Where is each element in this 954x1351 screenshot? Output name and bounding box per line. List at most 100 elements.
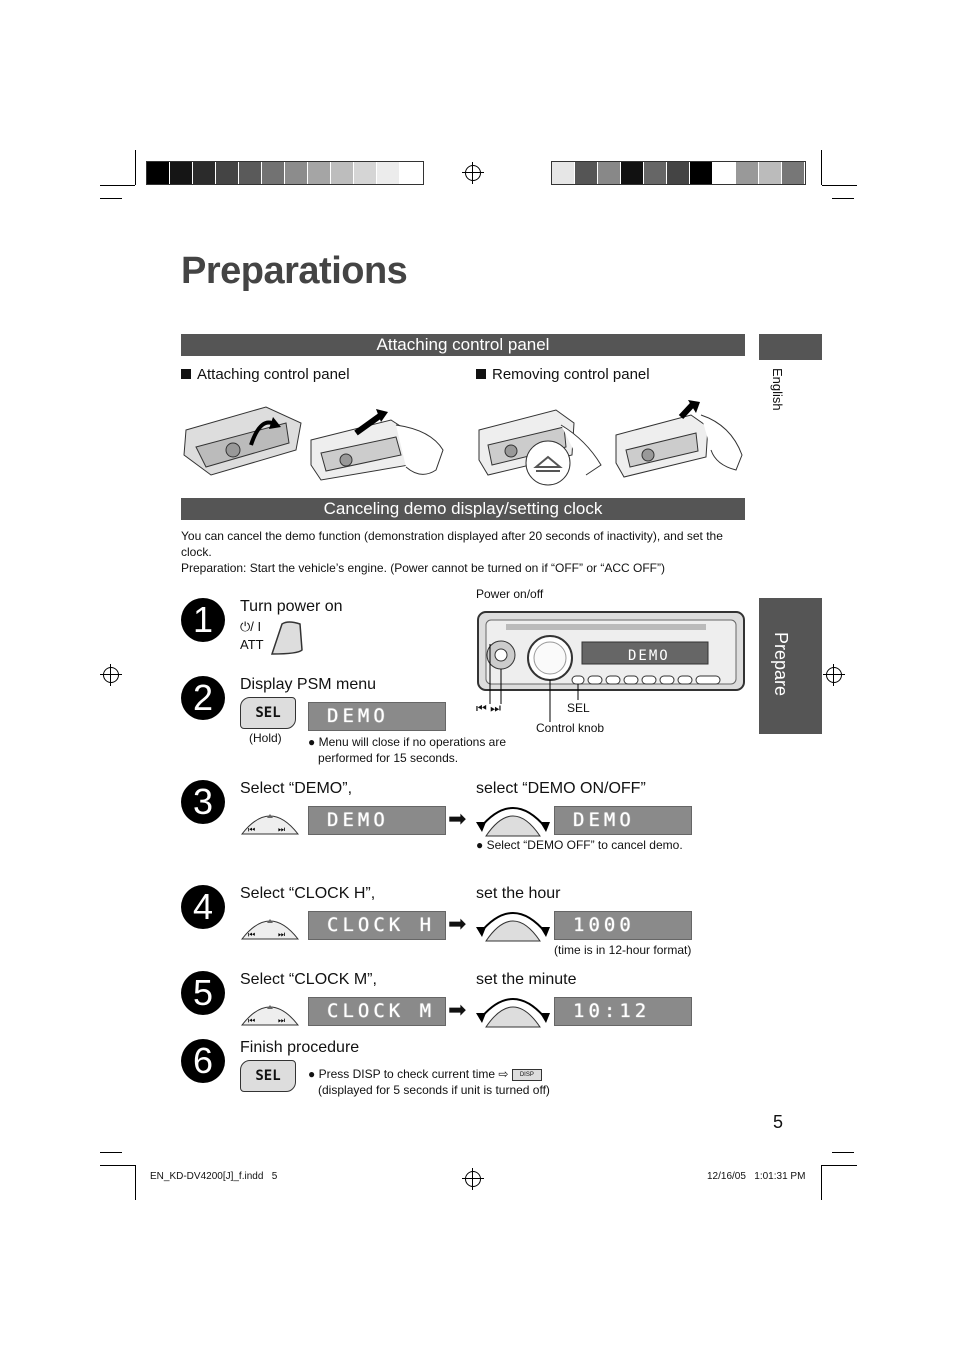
step-6-note-line1: Press DISP to check current time ⇨ — [318, 1067, 509, 1081]
step-6-number: 6 — [181, 1039, 225, 1083]
color-bar-right — [551, 161, 806, 185]
remove-panel-illustration — [478, 400, 743, 486]
head-unit-illustration — [477, 611, 745, 722]
side-tab-prepare — [759, 598, 822, 734]
step-2-lcd: DEMO — [308, 702, 446, 731]
color-bar-left — [146, 161, 424, 185]
footer-date: 12/16/05 1:01:31 PM — [707, 1171, 806, 1182]
step-5-number: 5 — [181, 971, 225, 1015]
head-unit-display-text: DEMO — [628, 648, 670, 664]
hold-label: (Hold) — [249, 731, 282, 745]
crop-mark — [100, 198, 122, 199]
page-number: 5 — [773, 1112, 784, 1132]
step-4-lcd2: 1000 — [554, 911, 692, 940]
svg-text:⏭: ⏭ — [278, 930, 285, 939]
disp-button-icon: DISP — [511, 1068, 542, 1081]
right-arrow-icon: ➡ — [448, 997, 467, 1022]
skip-buttons[interactable]: ⏮⏭ — [240, 909, 300, 941]
step-6-note-line2: (displayed for 5 seconds if unit is turn… — [318, 1083, 550, 1097]
skip-buttons[interactable]: ⏮⏭ — [240, 804, 300, 836]
registration-mark-bottom — [462, 1168, 484, 1190]
att-label: ATT — [240, 637, 264, 652]
sel-button-label: SEL — [255, 1068, 281, 1084]
svg-text:⏭: ⏭ — [278, 825, 285, 834]
step-3-note: ● Select “DEMO OFF” to cancel demo. — [476, 838, 683, 852]
knob-rotate-icon[interactable] — [476, 905, 550, 943]
section-header-attach: Attaching control panel — [181, 334, 745, 356]
step-4-text: Select “CLOCK H”, — [240, 885, 376, 902]
crop-mark — [100, 185, 135, 186]
step-4-lcd: CLOCK H — [308, 911, 446, 940]
skip-icons: ⏮ ⏭ — [476, 701, 501, 715]
step-3-text: Select “DEMO”, — [240, 780, 353, 797]
step-3-number: 3 — [181, 780, 225, 824]
registration-mark-left — [100, 664, 122, 686]
crop-mark — [832, 198, 854, 199]
attach-left-label: Attaching control panel — [181, 366, 350, 383]
registration-mark-right — [823, 664, 845, 686]
side-tab-section-label: Prepare — [771, 632, 791, 697]
sel-button[interactable]: SEL — [240, 697, 296, 729]
crop-mark — [100, 1165, 135, 1166]
crop-mark — [821, 150, 822, 185]
step-3-lcd: DEMO — [308, 806, 446, 835]
sel-button-label: SEL — [255, 705, 281, 721]
crop-mark — [821, 1165, 822, 1200]
step-1-number: 1 — [181, 598, 225, 642]
step-4-text2: set the hour — [476, 885, 561, 902]
svg-text:⏮: ⏮ — [248, 930, 255, 939]
svg-text:⏮: ⏮ — [248, 1016, 255, 1025]
side-tab-language-label: English — [770, 368, 785, 411]
crop-mark — [822, 185, 857, 186]
square-bullet-icon — [181, 369, 191, 379]
step-5-text: Select “CLOCK M”, — [240, 971, 377, 988]
right-arrow-icon: ➡ — [448, 806, 467, 831]
demo-preparation: Preparation: Start the vehicle’s engine.… — [181, 561, 665, 575]
knob-rotate-icon[interactable] — [476, 800, 550, 838]
page-title: Preparations — [181, 250, 408, 292]
crop-mark — [100, 1152, 122, 1153]
crop-mark — [822, 1165, 857, 1166]
attach-left-label-text: Attaching control panel — [197, 366, 350, 383]
step-5-lcd: CLOCK M — [308, 997, 446, 1026]
step-6-text: Finish procedure — [240, 1039, 360, 1056]
control-knob-label: Control knob — [536, 721, 605, 735]
step-4-note: (time is in 12-hour format) — [554, 943, 692, 957]
svg-text:⏮: ⏮ — [248, 825, 255, 834]
step-3-lcd2: DEMO OFF — [554, 806, 692, 858]
crop-mark — [135, 150, 136, 185]
square-bullet-icon — [476, 369, 486, 379]
crop-mark — [832, 1152, 854, 1153]
crop-mark — [135, 1165, 136, 1200]
step-2-note: ● Menu will close if no operations are p… — [308, 735, 507, 765]
step-1-text: Turn power on — [240, 598, 343, 615]
side-tab-english — [759, 334, 822, 360]
footer-file: EN_KD-DV4200[J]_f.indd 5 — [150, 1171, 278, 1182]
step-2-number: 2 — [181, 676, 225, 720]
step-2-text: Display PSM menu — [240, 676, 377, 693]
attach-panel-illustration — [183, 406, 444, 481]
step-6-note: ● Press DISP to check current time ⇨ DIS… — [308, 1067, 550, 1097]
att-button[interactable] — [268, 620, 304, 656]
knob-rotate-icon[interactable] — [476, 991, 550, 1029]
registration-mark-top — [462, 162, 484, 184]
sel-button[interactable]: SEL — [240, 1060, 296, 1092]
step-3-note-text: Select “DEMO OFF” to cancel demo. — [486, 838, 683, 852]
demo-intro: You can cancel the demo function (demons… — [181, 529, 723, 559]
sel-label: SEL — [567, 701, 590, 715]
power-label: Power on/off — [476, 587, 544, 601]
step-5-text2: set the minute — [476, 971, 577, 988]
attach-right-label-text: Removing control panel — [492, 366, 650, 383]
power-icon: ⏻/ I — [240, 619, 262, 634]
step-2-note-line1: Menu will close if no operations are — [318, 735, 507, 749]
right-arrow-icon: ➡ — [448, 911, 467, 936]
disp-button-label: DISP — [519, 1071, 534, 1078]
step-5-lcd2: 10:12 — [554, 997, 692, 1026]
step-2-note-line2: performed for 15 seconds. — [318, 751, 459, 765]
attach-right-label: Removing control panel — [476, 366, 650, 383]
step-3-text2: select “DEMO ON/OFF” — [476, 780, 646, 797]
svg-text:⏭: ⏭ — [278, 1016, 285, 1025]
section-header-demo: Canceling demo display/setting clock — [181, 498, 745, 520]
skip-buttons[interactable]: ⏮⏭ — [240, 995, 300, 1027]
step-4-number: 4 — [181, 885, 225, 929]
